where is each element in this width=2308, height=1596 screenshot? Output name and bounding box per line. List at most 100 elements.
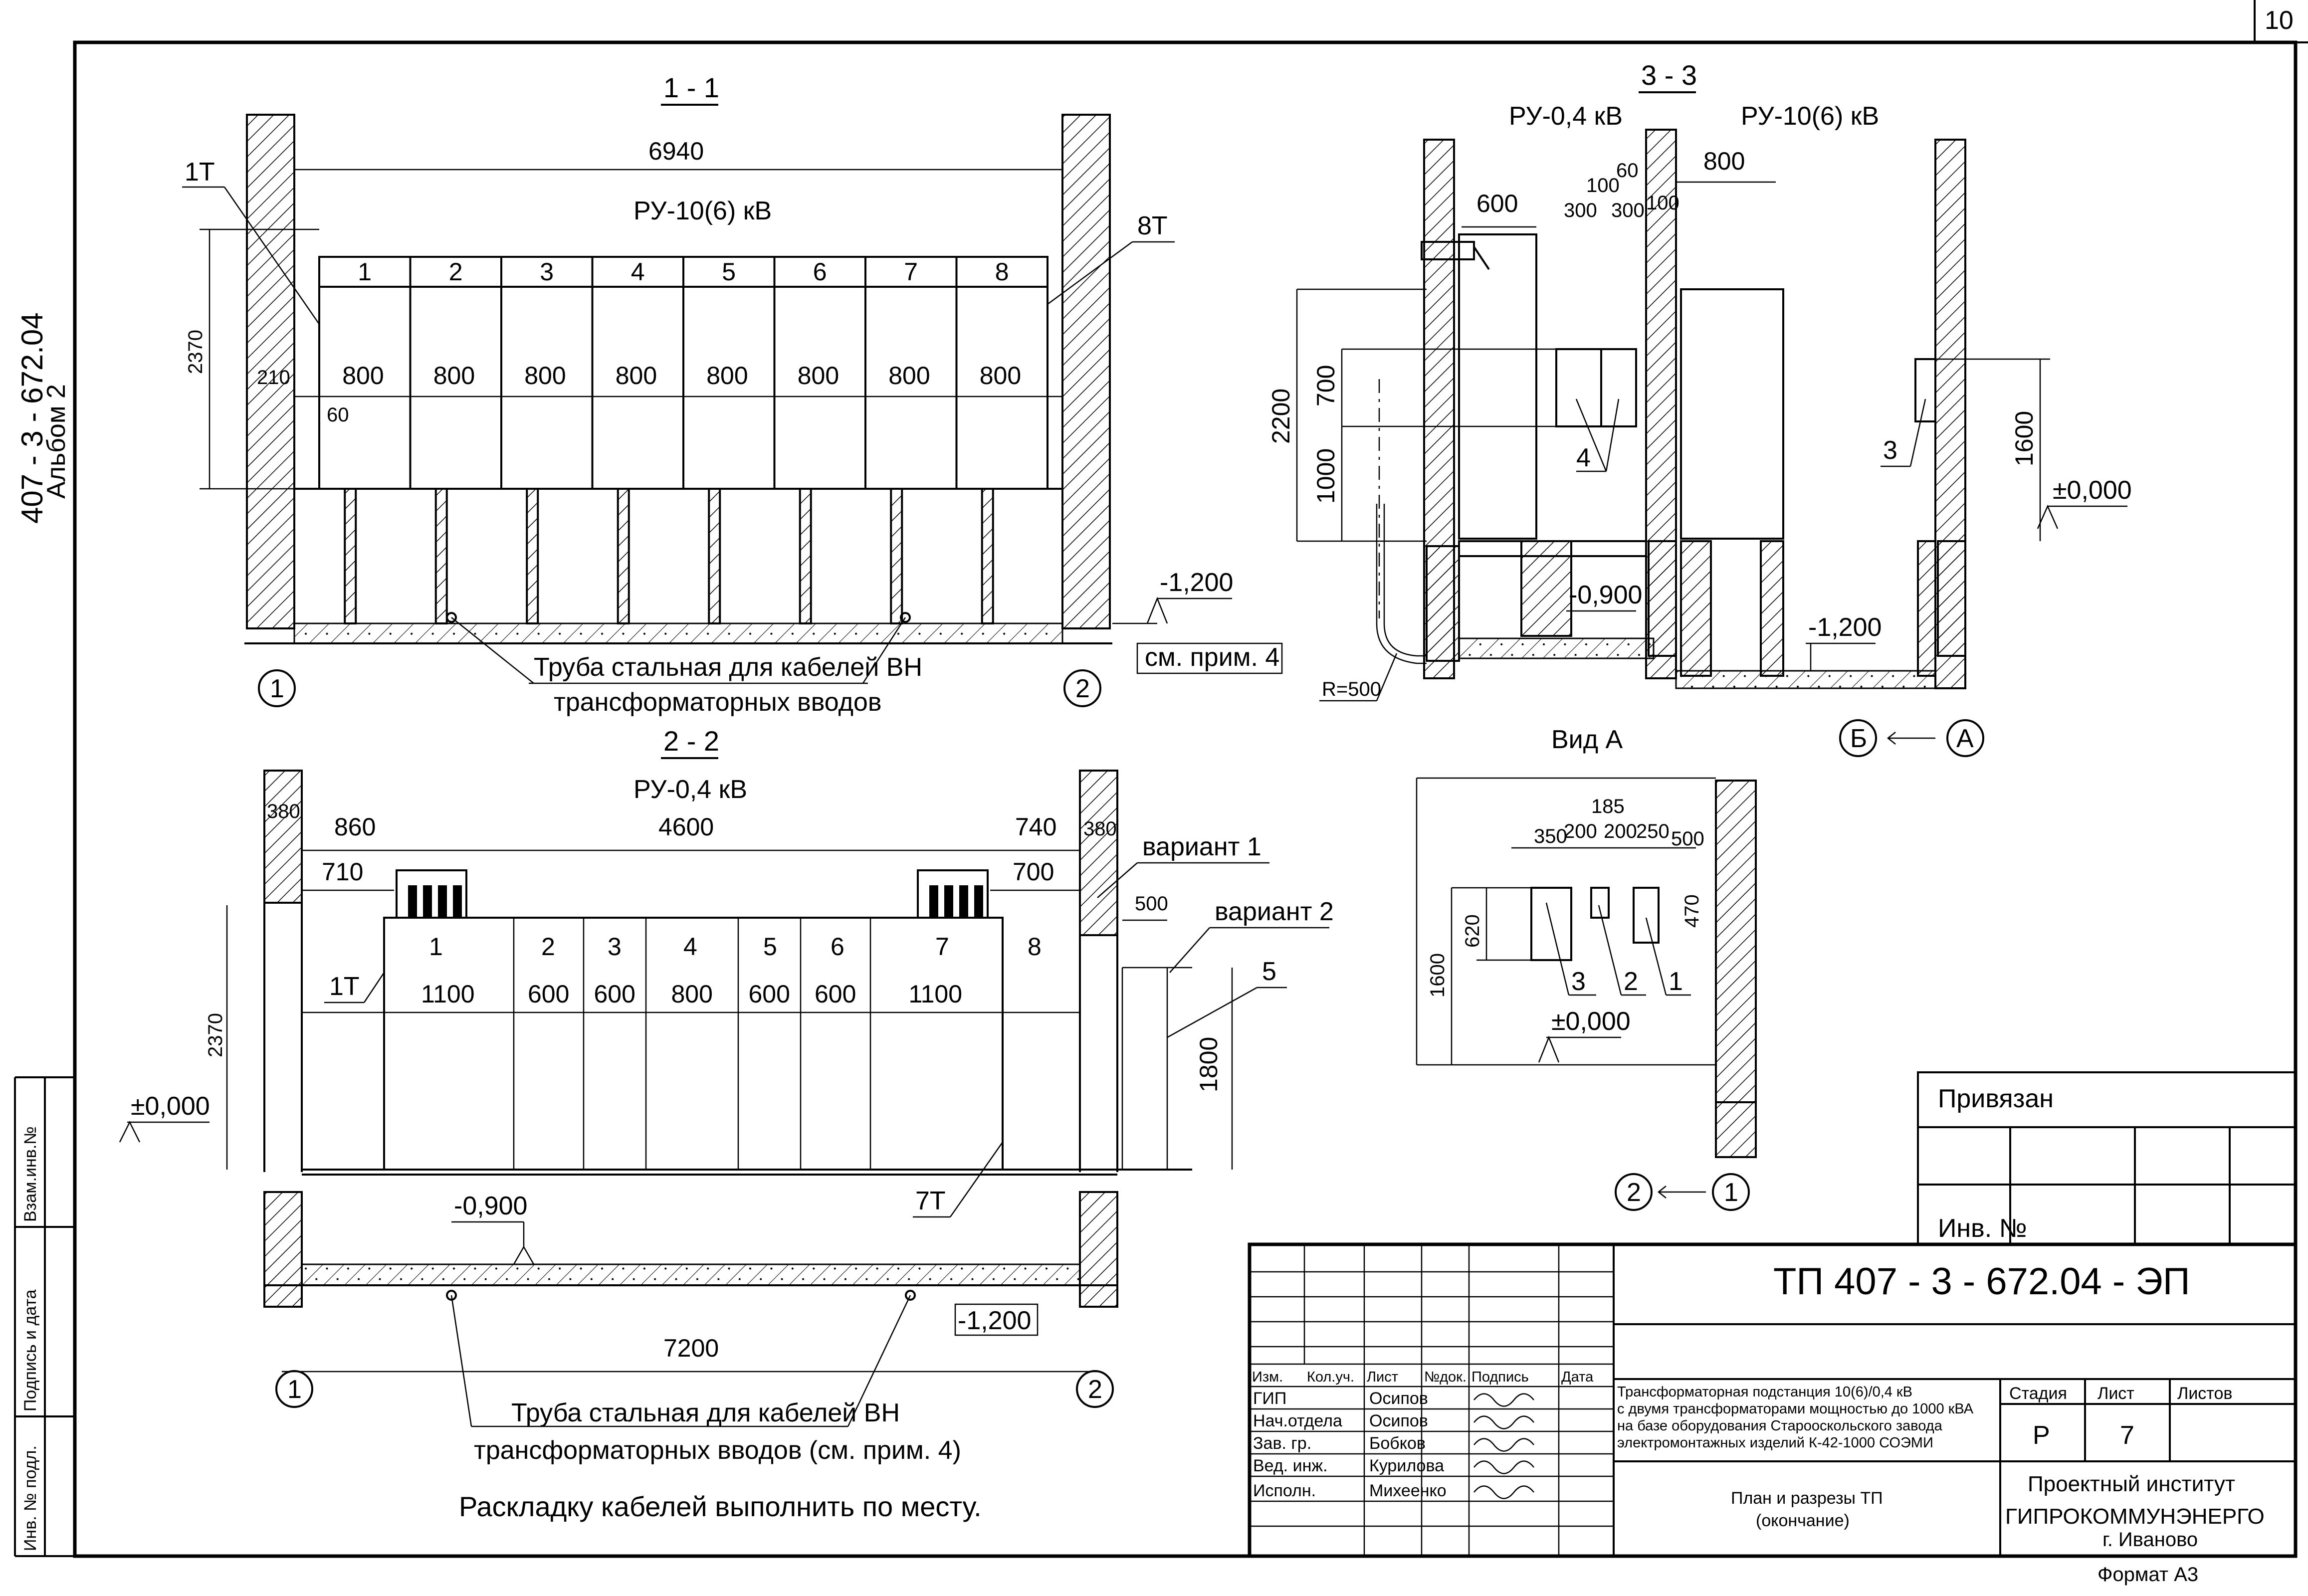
stamp-desc-2: с двумя трансформаторами мощностью до 10… <box>1617 1401 1974 1417</box>
dim-300b: 300 <box>1611 200 1645 221</box>
cell-number: 6 <box>831 933 844 961</box>
section-1-1: 1 - 1 РУ-10(6) кВ 6940 18002800380048005… <box>182 72 1283 717</box>
cell-number: 5 <box>763 933 777 961</box>
dim-700-3: 700 <box>1312 365 1340 406</box>
cell-number: 3 <box>608 933 622 961</box>
pipe-note-2-2-a: Труба стальная для кабелей ВН <box>511 1398 900 1427</box>
signature <box>1473 1393 1534 1407</box>
level-pit-2: -0,900 <box>454 1192 527 1220</box>
section-2-2: 2 - 2 РУ-0,4 кВ 380 380 860 4600 740 710… <box>119 725 1334 1465</box>
cell-width: 600 <box>594 980 635 1008</box>
level-zero-3: ±0,000 <box>2053 476 2132 505</box>
heading-04: РУ-0,4 кВ <box>1509 102 1623 131</box>
dim-200a: 200 <box>1564 820 1597 842</box>
dim-4600: 4600 <box>658 813 714 841</box>
cell-number: 4 <box>631 258 645 286</box>
sheet-frame: 10 <box>73 0 2308 1558</box>
view-a-item-1: 1 <box>1669 967 1683 996</box>
stamp-format: Формат А3 <box>2098 1564 2198 1586</box>
cell-number: 7 <box>904 258 918 286</box>
busbar <box>408 885 417 918</box>
dim-2200: 2200 <box>1267 389 1295 444</box>
cell-number: 3 <box>540 258 554 286</box>
side-code: 407 - 3 - 672.04 <box>15 312 49 524</box>
cell-number: 8 <box>995 258 1009 286</box>
side-box-replace: Взам.инв.№ <box>21 1126 40 1222</box>
cell-number: 5 <box>722 258 736 286</box>
stamp-head: Изм. <box>1252 1369 1283 1385</box>
stamp-sheet-label: Лист <box>2098 1384 2134 1403</box>
wall-left-1-1 <box>246 114 295 629</box>
stamp-desc-1: Трансформаторная подстанция 10(6)/0,4 кВ <box>1617 1384 1912 1400</box>
level-bottom-2: -1,200 <box>958 1306 1031 1335</box>
dim-380-left: 380 <box>267 800 300 822</box>
pipe-note-2-2-b: трансформаторных вводов (см. прим. 4) <box>474 1436 961 1465</box>
cell-number: 4 <box>683 933 697 961</box>
partition <box>434 488 448 624</box>
partition <box>890 488 903 624</box>
page-number: 10 <box>2265 6 2294 35</box>
variant-2: вариант 2 <box>1215 897 1334 926</box>
dim-300a: 300 <box>1564 200 1597 221</box>
stamp-org-2: ГИПРОКОММУНЭНЕРГО <box>2005 1504 2265 1529</box>
busbar <box>974 885 983 918</box>
partition <box>708 488 721 624</box>
view-a-item-2: 2 <box>1624 967 1638 996</box>
busbar <box>929 885 938 918</box>
item-4-3: 4 <box>1576 443 1591 472</box>
stamp-name: Курилова <box>1369 1456 1444 1475</box>
signature <box>1473 1438 1534 1452</box>
stamp-org-3: г. Иваново <box>2102 1529 2198 1551</box>
stamp-name: Михеенко <box>1369 1481 1447 1500</box>
signature <box>1473 1460 1534 1474</box>
section-3-3: 3 - 3 РУ-0,4 кВ РУ-10(6) кВ 600 300 100 … <box>1267 59 2132 757</box>
view-a-title: Вид А <box>1551 725 1623 754</box>
partition <box>799 488 812 624</box>
cell-width: 600 <box>749 980 790 1008</box>
radius-500: R=500 <box>1322 678 1381 700</box>
section-2-2-title: 2 - 2 <box>663 725 719 757</box>
stamp-head: Кол.уч. <box>1307 1369 1354 1385</box>
cell-width: 1100 <box>909 980 963 1008</box>
dim-6940: 6940 <box>648 137 704 165</box>
stamp-role: Вед. инж. <box>1253 1456 1328 1475</box>
stamp-name: Бобков <box>1369 1434 1426 1453</box>
section-1-1-title: 1 - 1 <box>663 72 719 103</box>
dim-185: 185 <box>1591 796 1625 817</box>
busbar <box>959 885 968 918</box>
cell-width: 1100 <box>421 980 475 1008</box>
dim-2370-1: 2370 <box>185 330 207 374</box>
cell-number: 2 <box>449 258 463 286</box>
stamp-role: Зав. гр. <box>1253 1434 1311 1453</box>
dim-60: 60 <box>327 404 349 426</box>
cell-width: 600 <box>815 980 856 1008</box>
busbar <box>423 885 432 918</box>
stamp-inv: Инв. № <box>1938 1214 2027 1243</box>
dim-100b: 100 <box>1646 192 1679 214</box>
side-box-inv: Инв. № подл. <box>21 1445 40 1551</box>
level-bottom-3: -1,200 <box>1808 613 1882 642</box>
level-zero-a: ±0,000 <box>1551 1007 1631 1036</box>
stamp-head: Лист <box>1367 1369 1398 1385</box>
item-5: 5 <box>1262 957 1276 986</box>
dim-620: 620 <box>1462 914 1483 948</box>
view-a: Вид А 185 350 200 200 250 500 620 470 16… <box>1416 725 1757 1211</box>
partition <box>344 488 357 624</box>
view-a-item-3: 3 <box>1571 967 1586 996</box>
cell-number: 8 <box>1028 933 1042 961</box>
note-ref-4: см. прим. 4 <box>1145 643 1279 672</box>
stamp-desc-4: электромонтажных изделий К-42-1000 СОЭМИ <box>1617 1435 1933 1451</box>
cell-width: 800 <box>798 362 839 390</box>
busbar <box>438 885 447 918</box>
dim-500-var: 500 <box>1135 893 1168 915</box>
side-album: Альбом 2 <box>42 384 71 499</box>
tag-1t-2: 1Т <box>329 972 360 1001</box>
signature <box>1473 1415 1534 1429</box>
tag-7t: 7Т <box>915 1187 946 1215</box>
dim-200b: 200 <box>1604 820 1637 842</box>
stamp-sheet-title-2: (окончание) <box>1756 1511 1850 1530</box>
section-1-1-heading: РУ-10(6) кВ <box>633 197 772 225</box>
dim-350: 350 <box>1534 825 1567 847</box>
heading-10: РУ-10(6) кВ <box>1741 102 1879 131</box>
dim-1600-3: 1600 <box>2010 411 2038 466</box>
